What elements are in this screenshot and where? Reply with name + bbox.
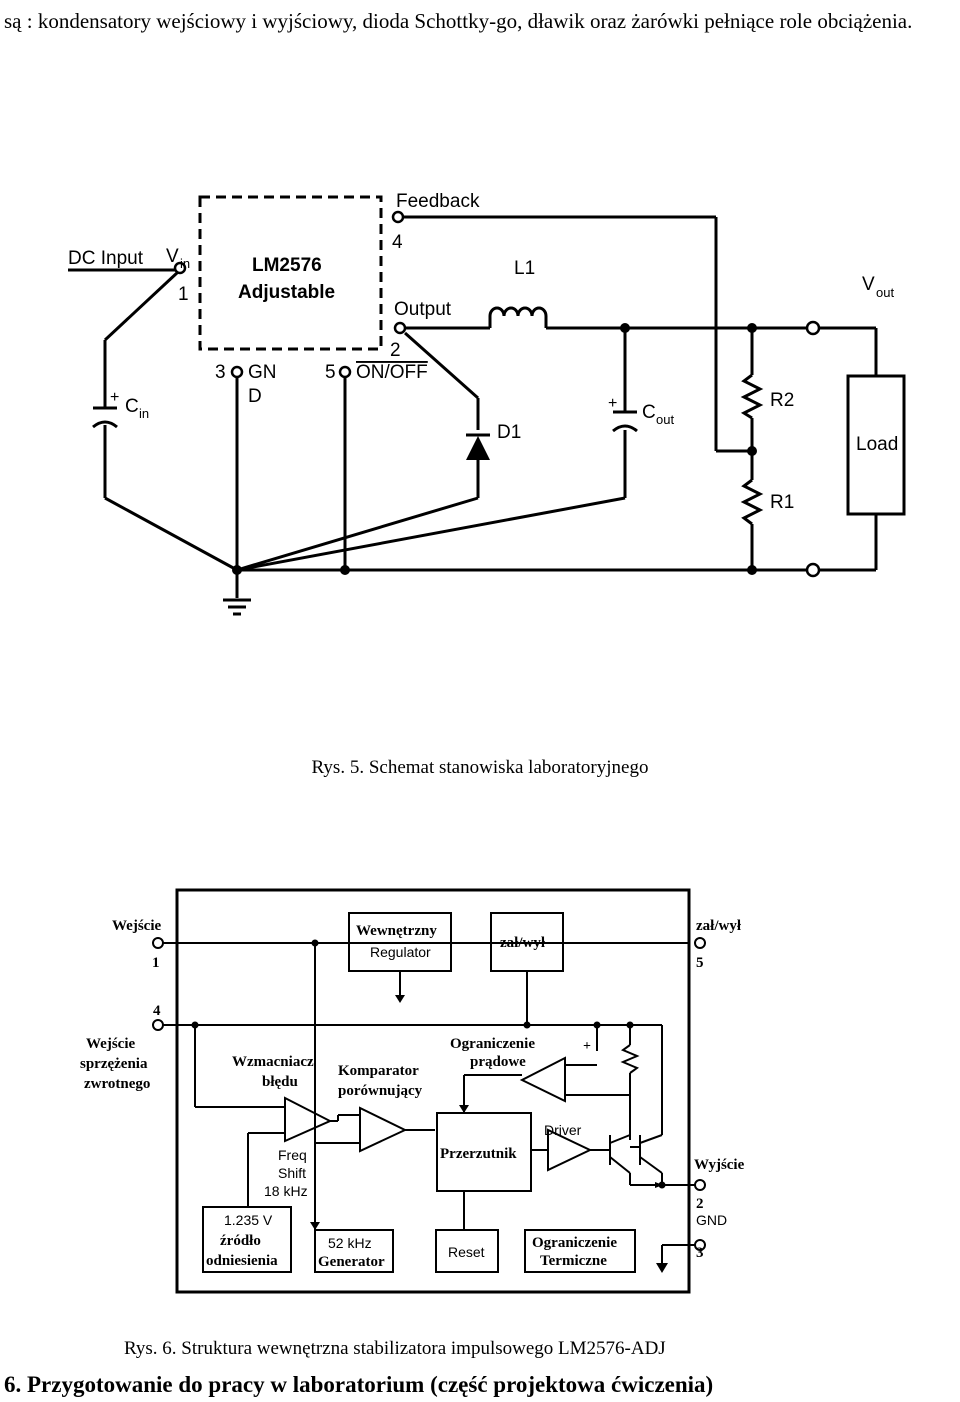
vout-label: V [862, 274, 875, 295]
r1-label: R1 [770, 492, 794, 513]
pin3-label: 3 [215, 362, 226, 383]
output-pin-label: Wyjście [694, 1157, 745, 1173]
current-limit-amp [519, 1056, 566, 1103]
oscillator-block [314, 1229, 394, 1273]
thermal-text-1: Ograniczenie [532, 1235, 617, 1251]
reference-text-1: 1.235 V [224, 1212, 273, 1228]
comparator [359, 1106, 408, 1153]
reset-text: Reset [448, 1244, 485, 1260]
feedback-label: Feedback [396, 191, 480, 212]
regulator-text-2: Regulator [370, 944, 431, 960]
onoff-label: ON/OFF [356, 362, 428, 383]
current-limit-text-1: Ograniczenie [450, 1036, 535, 1052]
comparator-text-2: porównujący [338, 1083, 423, 1099]
gnd-label-b: D [248, 386, 262, 407]
chip-type: Adjustable [238, 282, 335, 303]
latch-text: Przerzutnik [440, 1146, 517, 1162]
feedback-pin-number: 4 [153, 1003, 161, 1019]
figure2-caption: Rys. 6. Struktura wewnętrzna stabilizato… [124, 1338, 666, 1359]
load-label: Load [856, 434, 898, 455]
feedback-text-3: zwrotnego [84, 1076, 150, 1092]
oscillator-text-1: 52 kHz [328, 1235, 372, 1251]
svg-text:+: + [608, 395, 617, 412]
comparator-text-1: Komparator [338, 1063, 419, 1079]
input-label: Wejście [112, 918, 161, 934]
pin4-label: 4 [392, 232, 403, 253]
thermal-text-2: Termiczne [540, 1253, 607, 1269]
reference-block [202, 1206, 292, 1273]
d1-label: D1 [497, 422, 521, 443]
freq-text-2: Shift [278, 1165, 306, 1181]
vout-subscript: out [876, 285, 894, 300]
latch-block [436, 1112, 532, 1192]
pin5-label: 5 [325, 362, 336, 383]
output-pin-number: 2 [696, 1196, 704, 1212]
driver-text: Driver [544, 1122, 582, 1138]
cin-label: C [125, 396, 139, 417]
output-label: Output [394, 299, 452, 320]
cout-label: C [642, 402, 656, 423]
chip-outline [198, 195, 383, 351]
error-amp-text-2: błędu [262, 1074, 298, 1090]
current-limit-text-2: prądowe [470, 1054, 526, 1070]
freq-text-1: Freq [278, 1147, 307, 1163]
internal-structure-diagram: Wejście 1 Wewnętrzny Regulator zał/wył z… [80, 888, 745, 1294]
error-amp [284, 1096, 333, 1143]
section-heading: 6. Przygotowanie do pracy w laboratorium… [4, 1372, 714, 1397]
gnd-pin-number: 3 [696, 1245, 704, 1261]
error-amp-text-1: Wzmacniacz [232, 1054, 314, 1070]
figure1-caption: Rys. 5. Schemat stanowiska laboratoryjne… [311, 757, 649, 778]
onoff-block-text: zał/wył [500, 935, 546, 951]
cin-subscript: in [139, 406, 149, 421]
intro-paragraph: są : kondensatory wejściowy i wyjściowy,… [4, 9, 913, 33]
reset-block [435, 1229, 499, 1273]
gnd-label-a: GN [248, 362, 277, 383]
freq-text-3: 18 kHz [264, 1183, 308, 1199]
reference-text-2: źródło [220, 1233, 261, 1249]
diode-symbol [466, 436, 490, 460]
thermal-block [524, 1229, 636, 1273]
lab-schematic: LM2576 Adjustable DC Input V in 1 Feedba… [68, 191, 906, 616]
pin1-label: 1 [178, 284, 189, 305]
vin-label: V [166, 246, 179, 267]
svg-text:+: + [110, 389, 119, 406]
l1-label: L1 [514, 258, 535, 279]
cout-subscript: out [656, 412, 674, 427]
pin2-label: 2 [390, 340, 401, 361]
r2-label: R2 [770, 390, 794, 411]
regulator-text-1: Wewnętrzny [356, 923, 437, 939]
ic-outline [175, 888, 691, 1294]
chip-name: LM2576 [252, 255, 322, 276]
feedback-text-1: Wejście [86, 1036, 135, 1052]
feedback-text-2: sprzężenia [80, 1056, 148, 1072]
dc-input-label: DC Input [68, 248, 144, 269]
input-pin-number: 1 [152, 955, 160, 971]
gnd-pin-label: GND [696, 1212, 727, 1228]
onoff-pin-number: 5 [696, 955, 704, 971]
onoff-pin-label: zał/wył [696, 918, 742, 934]
reference-text-3: odniesienia [206, 1253, 278, 1269]
vin-subscript: in [180, 256, 190, 271]
oscillator-text-2: Generator [318, 1254, 385, 1270]
svg-text:+: + [583, 1039, 591, 1054]
